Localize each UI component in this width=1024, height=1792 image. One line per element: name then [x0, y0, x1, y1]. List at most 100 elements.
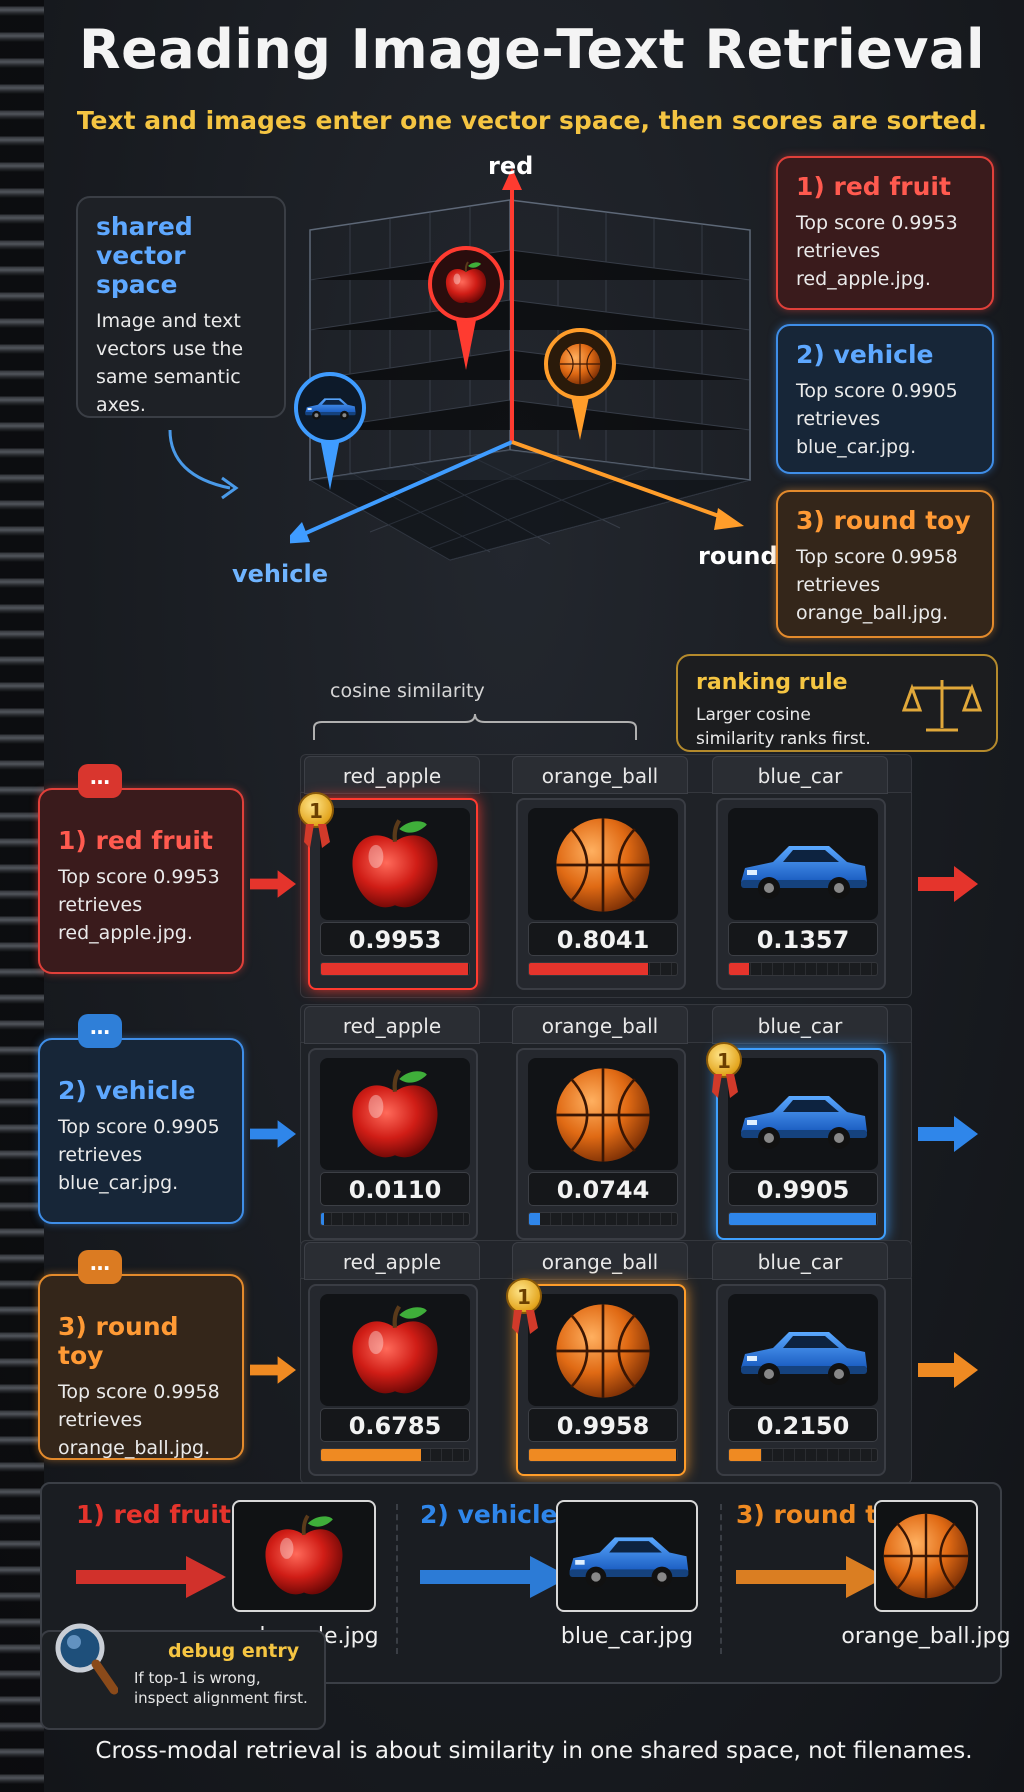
score-bar-fill [321, 1213, 324, 1225]
result-card: 0.6785 [308, 1284, 478, 1476]
query-line: Top score 0.9953 [796, 212, 958, 234]
column-header: orange_ball [512, 756, 688, 794]
notebook-spiral-binding [0, 0, 44, 1792]
query-line: blue_car.jpg. [796, 436, 917, 458]
debug-title: debug entry [168, 1640, 300, 1662]
query-line: retrieves [58, 1409, 143, 1431]
arrow-right-icon [420, 1556, 570, 1598]
note-body-line: same semantic axes. [96, 366, 241, 416]
summary-thumbnail [874, 1500, 978, 1612]
car-icon [741, 846, 867, 899]
note-title-line: space [96, 270, 178, 299]
summary-query-title: 2) vehicle [420, 1500, 558, 1529]
score-bar [528, 1448, 678, 1462]
image-thumbnail [528, 1294, 678, 1406]
top1-result-card: 0.9905 [716, 1048, 886, 1240]
ranking-rule-title: ranking rule [696, 670, 848, 695]
query-title: 2) vehicle [796, 340, 934, 369]
note-body-line: Image and text [96, 310, 241, 332]
curved-arrow-icon [168, 429, 239, 500]
column-header: blue_car [712, 1006, 888, 1044]
arrow-right-icon [736, 1556, 886, 1598]
column-header: red_apple [304, 1006, 480, 1044]
image-thumbnail [320, 1294, 470, 1406]
score-bar [728, 1212, 878, 1226]
car-icon [741, 1332, 867, 1385]
similarity-score: 0.0110 [320, 1172, 470, 1206]
arrow-right-icon [918, 866, 978, 902]
score-bar-fill [729, 963, 750, 975]
score-bar-fill [529, 963, 648, 975]
vector-space-diagram [290, 168, 751, 561]
result-card: 0.8041 [516, 798, 686, 990]
similarity-score: 0.8041 [528, 922, 678, 956]
medal-ribbon-icon [512, 1310, 538, 1334]
query-line: red_apple.jpg. [58, 922, 193, 944]
score-bar [528, 1212, 678, 1226]
arrow-right-icon [76, 1556, 226, 1598]
brace-icon [313, 713, 637, 740]
apple-icon [263, 1513, 345, 1597]
query-title: 3) round toy [796, 506, 971, 535]
score-bar [320, 962, 470, 976]
footer-caption: Cross-modal retrieval is about similarit… [95, 1738, 973, 1764]
note-title-line: shared vector [96, 212, 193, 270]
apple-icon [320, 1058, 470, 1170]
debug-line: If top-1 is wrong, [134, 1669, 261, 1687]
similarity-score: 0.0744 [528, 1172, 678, 1206]
basketball-icon [882, 1512, 970, 1600]
column-header: orange_ball [512, 1006, 688, 1044]
query-line: Top score 0.9953 [58, 866, 220, 888]
image-thumbnail [320, 1058, 470, 1170]
medal-icon: 1 [506, 1278, 542, 1314]
ranking-rule-line: similarity ranks first. [696, 729, 871, 749]
apple-icon [320, 1294, 470, 1406]
query-line: blue_car.jpg. [58, 1172, 179, 1194]
basketball-icon [555, 1303, 651, 1399]
score-bar-fill [529, 1449, 677, 1461]
summary-divider [720, 1504, 722, 1654]
score-bar-fill [729, 1213, 876, 1225]
car-icon [741, 1096, 867, 1149]
query-title: 2) vehicle [58, 1076, 196, 1105]
query-line: Top score 0.9958 [58, 1381, 220, 1403]
result-card: 0.1357 [716, 798, 886, 990]
query-line: retrieves [796, 408, 881, 430]
apple-icon [320, 808, 470, 920]
query-title: 3) round toy [58, 1312, 179, 1370]
page-title: Reading Image-Text Retrieval [79, 18, 985, 81]
query-line: red_apple.jpg. [796, 268, 931, 290]
image-thumbnail [528, 1058, 678, 1170]
query-line: orange_ball.jpg. [796, 602, 949, 624]
summary-thumbnail [556, 1500, 698, 1612]
image-thumbnail [528, 808, 678, 920]
magnifier-icon [55, 1623, 118, 1695]
page-subtitle: Text and images enter one vector space, … [76, 106, 988, 135]
basketball-icon [559, 343, 601, 385]
query-title: 1) red fruit [58, 826, 213, 855]
query-line: retrieves [58, 894, 143, 916]
image-thumbnail [320, 808, 470, 920]
basketball-icon [555, 817, 651, 913]
similarity-score: 0.6785 [320, 1408, 470, 1442]
medal-ribbon-icon [712, 1074, 738, 1098]
car-icon [569, 1537, 689, 1588]
basketball-icon [555, 1067, 651, 1163]
similarity-score: 0.9958 [528, 1408, 678, 1442]
summary-divider [396, 1504, 398, 1654]
image-thumbnail [728, 808, 878, 920]
axis-label-red: red [488, 152, 534, 180]
axis-label-round: round [698, 542, 778, 570]
summary-thumbnail [232, 1500, 376, 1612]
score-bar [728, 962, 878, 976]
top1-result-card: 0.9953 [308, 798, 478, 990]
chat-bubble-icon: … [78, 1250, 122, 1284]
similarity-score: 0.1357 [728, 922, 878, 956]
result-card: 0.2150 [716, 1284, 886, 1476]
arrow-right-icon [918, 1352, 978, 1388]
